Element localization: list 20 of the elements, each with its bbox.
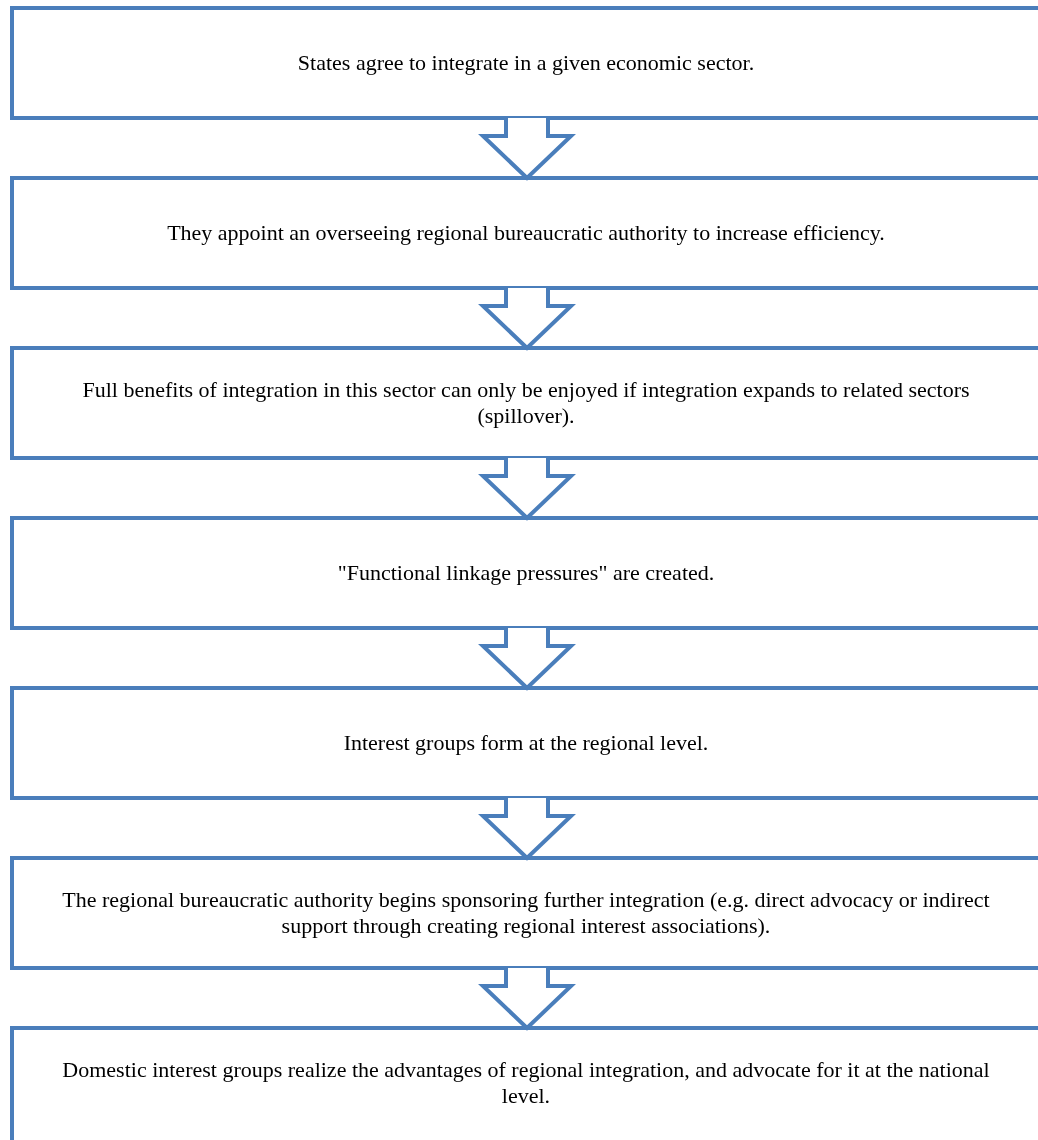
step-text: Interest groups form at the regional level. [343, 730, 709, 756]
step-text: The regional bureaucratic authority begins sponsoring further integration (e.g. direct advocacy or indirect support through creating regional interest associations). [61, 887, 991, 939]
step-text: Full benefits of integration in this sector can only be enjoyed if integration expands to related sectors (spillover). [81, 377, 971, 429]
process-box [10, 346, 1038, 460]
block-arrow [478, 626, 576, 691]
block-arrow [478, 286, 576, 351]
process-box [10, 1026, 1038, 1140]
block-arrow [478, 456, 576, 521]
process-box [10, 856, 1038, 970]
block-arrow [478, 116, 576, 181]
block-arrow [478, 796, 576, 861]
step-text: They appoint an overseeing regional bureaucratic authority to increase efficiency. [167, 220, 885, 246]
step-text: "Functional linkage pressures" are created. [337, 560, 715, 586]
block-arrow [478, 966, 576, 1031]
step-text: States agree to integrate in a given economic sector. [297, 50, 755, 76]
process-box [10, 516, 1038, 630]
process-box [10, 686, 1038, 800]
step-text: Domestic interest groups realize the advantages of regional integration, and advocate for it at the national level. [61, 1057, 991, 1109]
process-box [10, 6, 1038, 120]
process-box [10, 176, 1038, 290]
